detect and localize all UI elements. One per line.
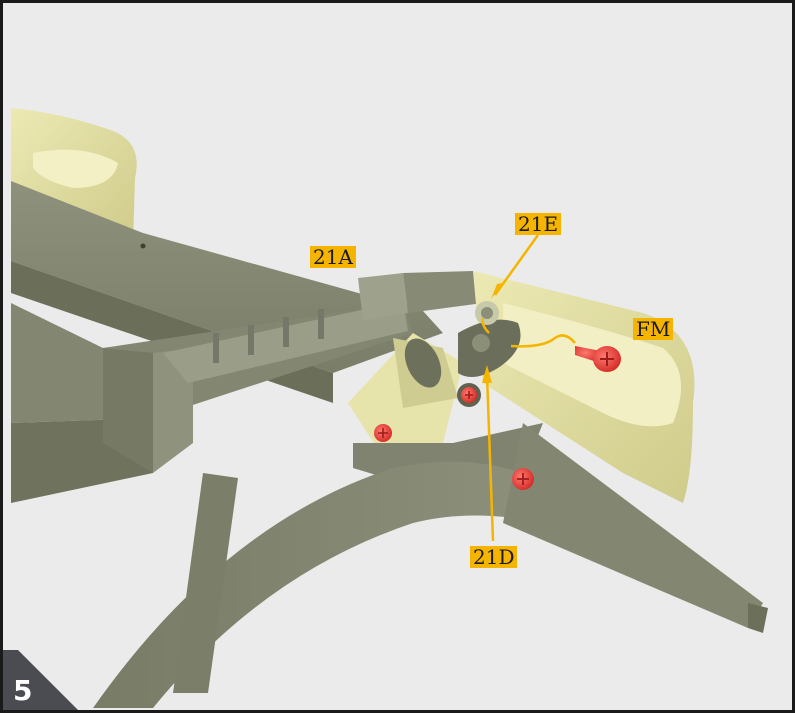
assembly-illustration	[11, 108, 768, 708]
callout-leaders	[481, 234, 576, 542]
callout-21a: 21A	[310, 246, 356, 268]
callout-fm: FM	[633, 318, 674, 340]
tray-left	[11, 108, 137, 243]
screw-fm-icon	[575, 346, 621, 372]
screw-leg-icon	[512, 468, 534, 490]
arrowhead-21e	[491, 283, 503, 299]
callout-21e: 21E	[515, 213, 562, 235]
curved-leg	[93, 423, 768, 708]
rail-21a	[11, 301, 413, 503]
screws	[374, 346, 621, 490]
leader-21e-wire	[481, 317, 490, 334]
clamp-block	[358, 271, 483, 321]
screw-bracket-icon	[374, 424, 392, 442]
leader-21d	[485, 374, 495, 542]
arrowhead-21d	[482, 365, 492, 383]
leader-fm	[510, 334, 576, 348]
callout-21d: 21D	[470, 546, 518, 568]
step-number: 5	[13, 674, 33, 707]
leader-21e	[493, 234, 540, 296]
step-badge	[3, 650, 78, 710]
screw-plate-icon	[461, 387, 477, 403]
